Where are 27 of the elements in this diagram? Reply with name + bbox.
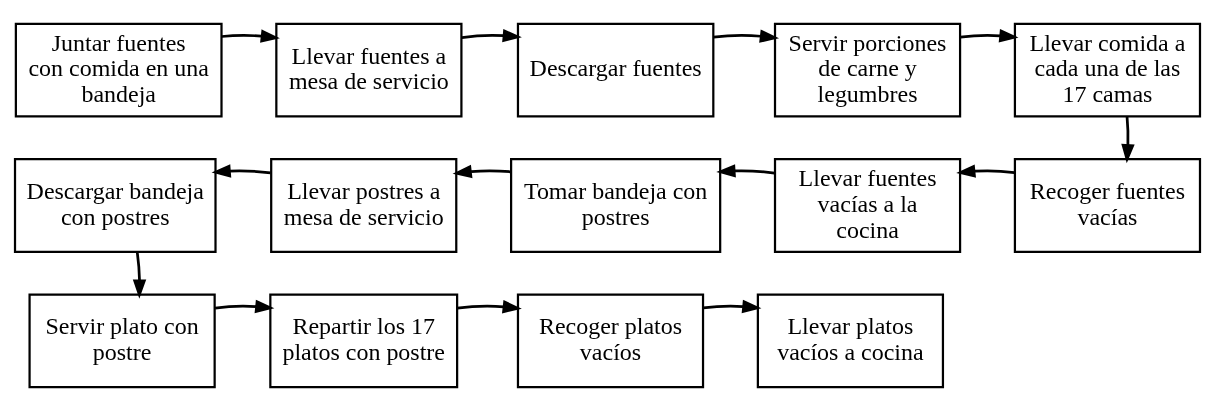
arrow [716, 163, 775, 178]
node-box: Recoger platos vacíos [516, 293, 705, 388]
arrow [703, 299, 762, 313]
arrow [461, 28, 522, 42]
node-box: Llevar postres a mesa de servicio [270, 157, 458, 253]
arrow [214, 299, 275, 313]
node-box: Llevar fuentes vacías a la cocina [773, 157, 962, 253]
node-box: Servir porciones de carne y legumbres [773, 22, 962, 117]
node-box: Llevar platos vacíos a cocina [756, 293, 945, 388]
arrow [457, 299, 522, 313]
node-box: Descargar bandeja con postres [13, 157, 217, 253]
arrow [211, 163, 271, 178]
node-box: Descargar fuentes [516, 22, 715, 117]
arrow [956, 163, 1015, 178]
node-box: Servir plato con postre [28, 293, 216, 388]
arrow [713, 28, 780, 43]
node-box: Llevar comida a cada una de las 17 camas [1013, 22, 1202, 117]
arrow [132, 251, 147, 299]
node-box: Llevar fuentes a mesa de servicio [275, 22, 463, 117]
arrow [452, 164, 511, 178]
arrow [960, 28, 1019, 42]
node-box: Recoger fuentes vacías [1013, 157, 1202, 253]
node-box: Tomar bandeja con postres [510, 157, 722, 253]
node-box: Repartir los 17 platos con postre [269, 293, 459, 388]
node-box: Juntar fuentes con comida en una bandeja [14, 22, 223, 117]
arrow [1121, 115, 1135, 163]
arrow [221, 28, 280, 43]
